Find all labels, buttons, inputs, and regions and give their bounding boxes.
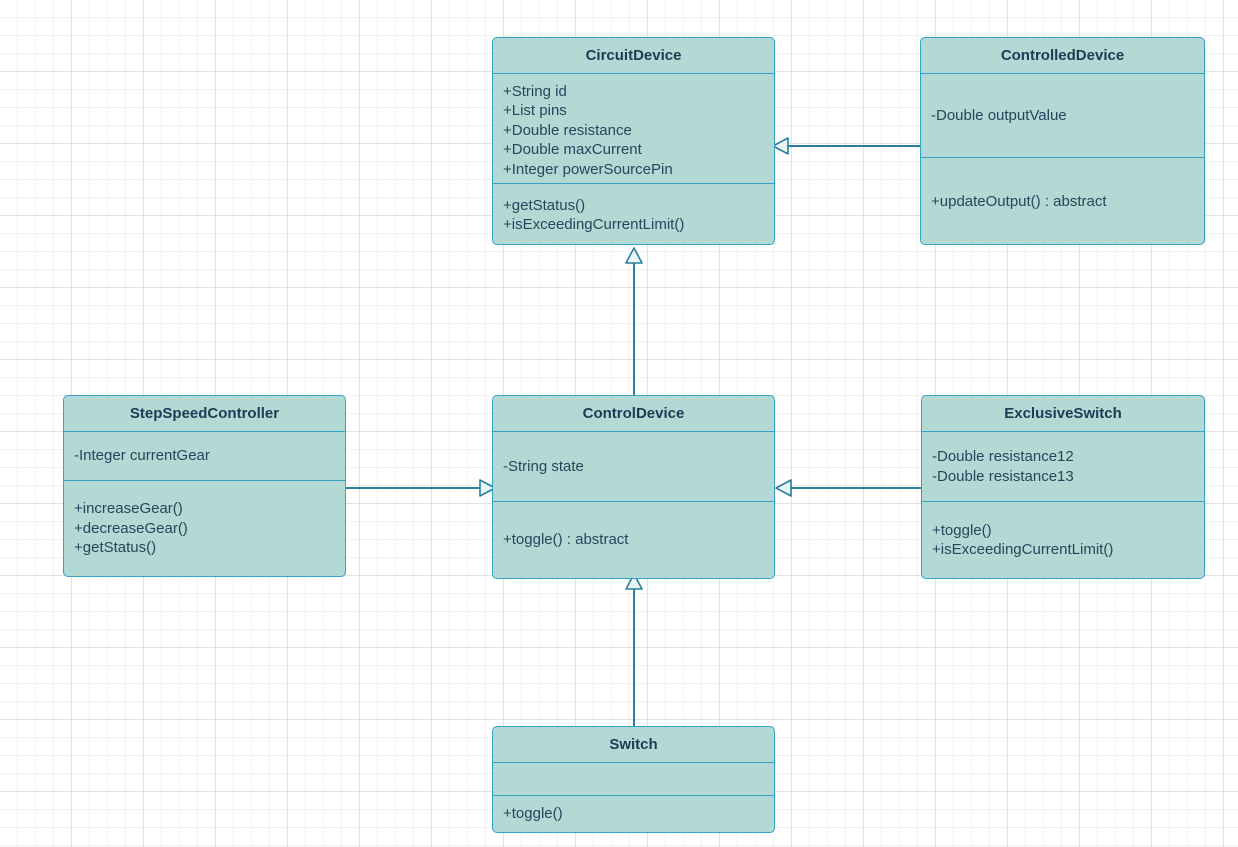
arrowhead-controldevice-to-circuitdevice [625,247,643,264]
class-attribute: +Double maxCurrent [503,141,642,159]
class-method: +toggle() [932,521,992,539]
class-method: +getStatus() [503,196,586,214]
edge-switch-to-controldevice [633,588,635,726]
class-title-exclusiveswitch: ExclusiveSwitch [922,396,1204,432]
class-method: +toggle() [503,805,563,823]
class-attribute: -String state [503,457,584,475]
class-method: +isExceedingCurrentLimit() [932,541,1114,558]
class-attributes-switch [493,763,774,796]
edge-controlleddevice-to-circuitdevice [786,145,920,147]
class-attributes-stepspeedcontroller: -Integer currentGear [64,432,345,481]
class-methods-switch: +toggle() [493,796,774,832]
edge-controldevice-to-circuitdevice [633,262,635,396]
class-methods-stepspeedcontroller: +increaseGear() +decreaseGear() +getStat… [64,481,345,576]
class-methods-controlleddevice: +updateOutput() : abstract [921,158,1204,244]
class-title-switch: Switch [493,727,774,763]
class-methods-controldevice: +toggle() : abstract [493,502,774,578]
uml-class-exclusiveswitch[interactable]: ExclusiveSwitch -Double resistance12 -Do… [921,395,1205,579]
class-attribute: -Double outputValue [931,106,1067,124]
class-title-circuitdevice: CircuitDevice [493,38,774,74]
class-attribute: -Double resistance12 [932,448,1074,465]
class-attributes-exclusiveswitch: -Double resistance12 -Double resistance1… [922,432,1204,502]
uml-class-circuitdevice[interactable]: CircuitDevice +String id +List pins +Dou… [492,37,775,245]
class-attributes-controlleddevice: -Double outputValue [921,74,1204,158]
uml-class-controldevice[interactable]: ControlDevice -String state +toggle() : … [492,395,775,579]
arrowhead-stepspeedcontroller-to-controldevice [479,479,496,497]
edge-stepspeedcontroller-to-controldevice [346,487,480,489]
class-attribute: +String id [503,82,567,100]
class-attribute: +Double resistance [503,121,632,139]
class-methods-circuitdevice: +getStatus() +isExceedingCurrentLimit() [493,184,774,244]
class-method: +increaseGear() [74,500,183,518]
class-method: +toggle() : abstract [503,531,629,549]
class-method: +isExceedingCurrentLimit() [503,216,685,233]
class-method: +updateOutput() : abstract [931,193,1107,211]
arrowhead-controlleddevice-to-circuitdevice [772,137,789,155]
class-title-controldevice: ControlDevice [493,396,774,432]
arrowhead-switch-to-controldevice [625,573,643,590]
uml-class-controlleddevice[interactable]: ControlledDevice -Double outputValue +up… [920,37,1205,245]
class-attributes-controldevice: -String state [493,432,774,502]
arrowhead-exclusiveswitch-to-controldevice [775,479,792,497]
edge-exclusiveswitch-to-controldevice [790,487,922,489]
uml-class-switch[interactable]: Switch +toggle() [492,726,775,833]
class-title-stepspeedcontroller: StepSpeedController [64,396,345,432]
class-attribute: +List pins [503,102,567,120]
class-method: +decreaseGear() [74,519,188,537]
class-attribute: -Integer currentGear [74,447,210,465]
uml-class-stepspeedcontroller[interactable]: StepSpeedController -Integer currentGear… [63,395,346,577]
class-title-controlleddevice: ControlledDevice [921,38,1204,74]
class-attributes-circuitdevice: +String id +List pins +Double resistance… [493,74,774,184]
class-methods-exclusiveswitch: +toggle() +isExceedingCurrentLimit() [922,502,1204,578]
class-attribute: -Double resistance13 [932,467,1074,485]
class-attribute: +Integer powerSourcePin [503,160,673,178]
class-method: +getStatus() [74,539,157,557]
